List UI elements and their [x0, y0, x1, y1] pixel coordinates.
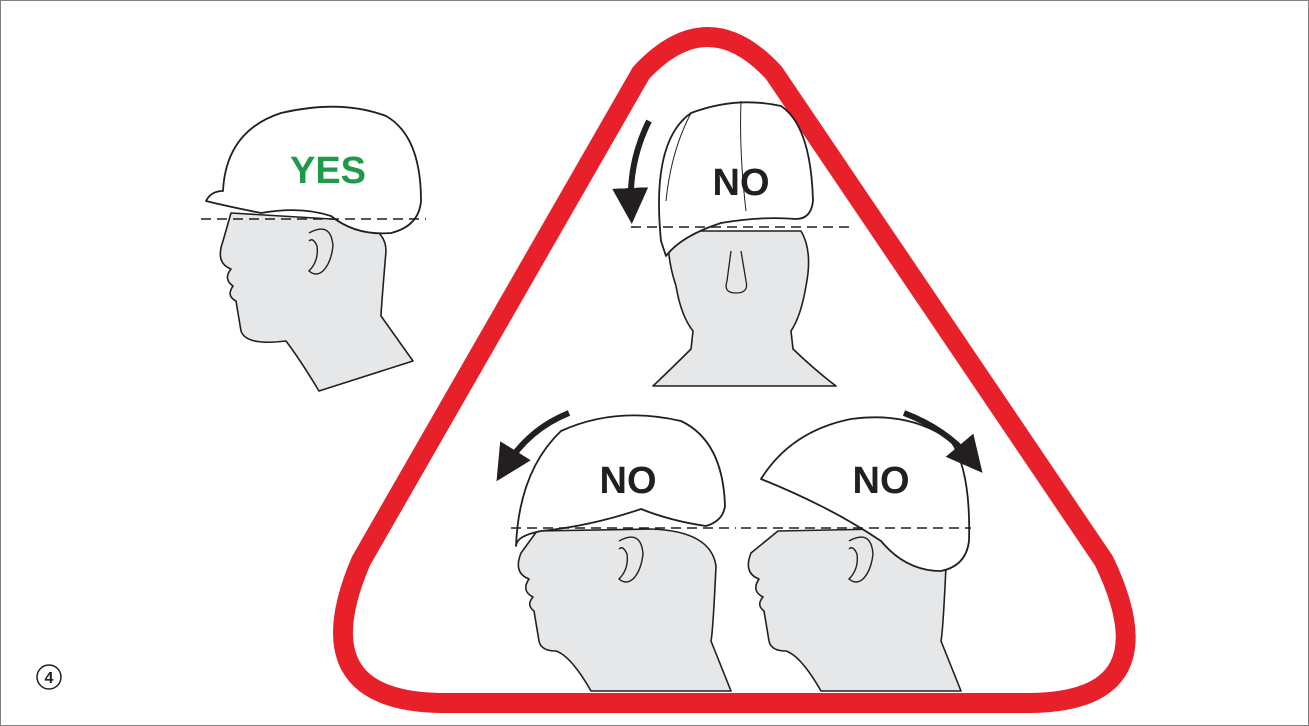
no-left-label: NO: [600, 460, 657, 502]
no-head-front: [653, 231, 836, 386]
yes-label: YES: [290, 150, 366, 192]
no-right-label: NO: [853, 460, 910, 502]
step-number: 4: [45, 670, 54, 687]
arrow-tilt-back-icon: [631, 121, 649, 206]
yes-head-side: [220, 213, 413, 391]
no-front-label: NO: [713, 162, 770, 204]
no-head-side-left: [518, 529, 731, 691]
